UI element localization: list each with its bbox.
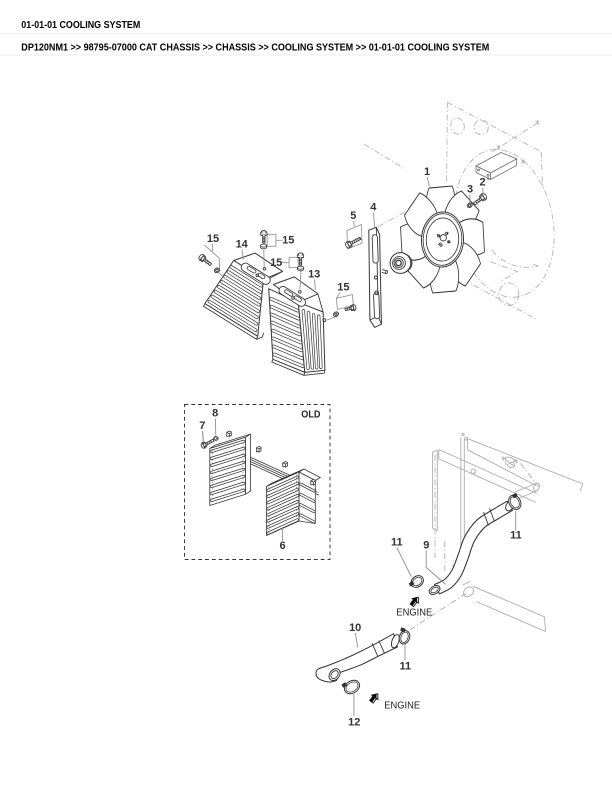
- svg-text:5: 5: [350, 210, 356, 222]
- svg-text:11: 11: [510, 530, 522, 542]
- svg-text:4: 4: [370, 202, 377, 214]
- svg-text:9: 9: [423, 540, 429, 552]
- svg-text:15: 15: [207, 233, 219, 245]
- svg-text:14: 14: [236, 239, 249, 251]
- svg-text:11: 11: [399, 661, 411, 673]
- svg-text:12: 12: [348, 717, 360, 729]
- svg-text:6: 6: [279, 540, 285, 552]
- svg-text:ENGINE: ENGINE: [384, 700, 420, 711]
- svg-text:13: 13: [308, 269, 320, 281]
- svg-text:8: 8: [212, 408, 218, 420]
- svg-text:01-01-01 COOLING SYSTEM: 01-01-01 COOLING SYSTEM: [21, 20, 140, 31]
- svg-text:OLD: OLD: [301, 409, 320, 420]
- svg-text:15: 15: [282, 235, 294, 247]
- svg-text:11: 11: [391, 537, 403, 549]
- svg-text:15: 15: [270, 257, 282, 269]
- svg-text:1: 1: [424, 166, 430, 178]
- svg-text:15: 15: [337, 282, 349, 294]
- svg-text:7: 7: [199, 420, 205, 432]
- svg-text:3: 3: [467, 184, 473, 196]
- svg-text:ENGINE: ENGINE: [396, 607, 432, 618]
- svg-text:2: 2: [479, 177, 485, 189]
- svg-text:10: 10: [349, 622, 361, 634]
- svg-text:DP120NM1 >> 98795-07000 CAT CH: DP120NM1 >> 98795-07000 CAT CHASSIS >> C…: [21, 43, 489, 54]
